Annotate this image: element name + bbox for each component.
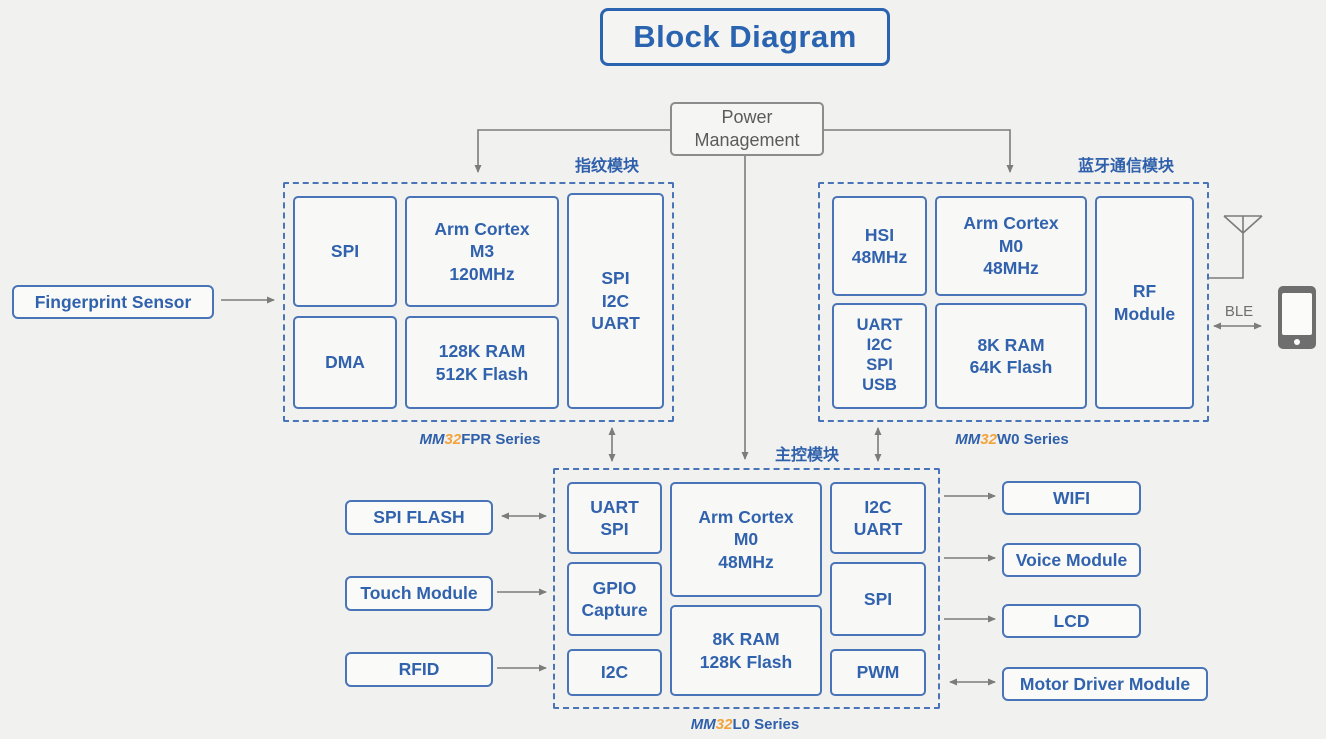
- fingerprint-dma-box: DMA: [293, 316, 397, 409]
- bluetooth-interfaces-box: UART I2C SPI USB: [832, 303, 927, 409]
- bluetooth-hsi-box: HSI 48MHz: [832, 196, 927, 296]
- main-module-container: [553, 468, 940, 709]
- fingerprint-series-label: MM32FPR Series: [390, 431, 570, 448]
- lcd-box: LCD: [1002, 604, 1141, 638]
- antenna-icon: [1208, 215, 1263, 279]
- main-pwm-box: PWM: [830, 649, 926, 696]
- bluetooth-cpu-box: Arm Cortex M0 48MHz: [935, 196, 1087, 296]
- series-suffix: FPR Series: [461, 431, 541, 448]
- series-suffix: W0 Series: [996, 431, 1069, 448]
- ble-label: BLE: [1224, 303, 1254, 320]
- main-i2c-box: I2C: [567, 649, 662, 696]
- bluetooth-rf-box: RF Module: [1095, 196, 1194, 409]
- touch-module-box: Touch Module: [345, 576, 493, 611]
- main-memory-box: 8K RAM 128K Flash: [670, 605, 822, 696]
- phone-icon: [1278, 286, 1316, 349]
- series-number: 32: [444, 431, 462, 448]
- series-prefix: MM: [419, 431, 445, 448]
- main-i2c-uart-box: I2C UART: [830, 482, 926, 554]
- fingerprint-sensor-box: Fingerprint Sensor: [12, 285, 214, 319]
- fingerprint-memory-box: 128K RAM 512K Flash: [405, 316, 559, 409]
- fingerprint-module-label: 指纹模块: [575, 158, 640, 175]
- phone-home-button: [1294, 339, 1300, 345]
- bluetooth-memory-box: 8K RAM 64K Flash: [935, 303, 1087, 409]
- fingerprint-interfaces-box: SPI I2C UART: [567, 193, 664, 409]
- power-management-box: Power Management: [670, 102, 824, 156]
- main-series-label: MM32L0 Series: [655, 716, 835, 733]
- series-suffix: L0 Series: [732, 716, 800, 733]
- page-title: Block Diagram: [600, 8, 890, 66]
- rfid-box: RFID: [345, 652, 493, 687]
- voice-module-box: Voice Module: [1002, 543, 1141, 577]
- fingerprint-module-container: [283, 182, 674, 422]
- fingerprint-cpu-box: Arm Cortex M3 120MHz: [405, 196, 559, 307]
- bluetooth-module-label: 蓝牙通信模块: [1078, 158, 1175, 175]
- main-spi-box: SPI: [830, 562, 926, 636]
- phone-screen: [1282, 293, 1312, 335]
- main-uart-spi-box: UART SPI: [567, 482, 662, 554]
- wifi-box: WIFI: [1002, 481, 1141, 515]
- motor-driver-box: Motor Driver Module: [1002, 667, 1208, 701]
- series-prefix: MM: [955, 431, 981, 448]
- arrow-pm-to-fingerprint: [474, 129, 670, 173]
- series-number: 32: [980, 431, 997, 448]
- main-module-label: 主控模块: [775, 447, 840, 464]
- spi-flash-box: SPI FLASH: [345, 500, 493, 535]
- main-cpu-box: Arm Cortex M0 48MHz: [670, 482, 822, 597]
- bluetooth-module-container: [818, 182, 1209, 422]
- bluetooth-series-label: MM32W0 Series: [922, 431, 1102, 448]
- series-number: 32: [715, 716, 733, 733]
- arrow-pm-to-bluetooth: [821, 129, 1014, 173]
- main-gpio-capture-box: GPIO Capture: [567, 562, 662, 636]
- fingerprint-spi-box: SPI: [293, 196, 397, 307]
- series-prefix: MM: [690, 716, 716, 733]
